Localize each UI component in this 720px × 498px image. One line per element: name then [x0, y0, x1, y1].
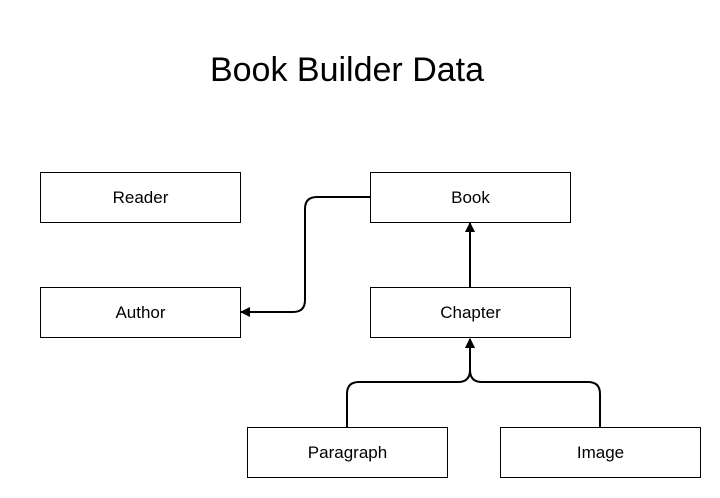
node-image-label: Image	[576, 442, 625, 462]
node-author-label: Author	[115, 302, 166, 322]
edge-book-to-author	[240, 196, 370, 317]
edge-paragraph-to-chapter	[346, 338, 475, 427]
node-paragraph: Paragraph	[247, 427, 448, 478]
node-chapter-label: Chapter	[440, 302, 501, 322]
node-author: Author	[40, 287, 241, 338]
node-image: Image	[500, 427, 701, 478]
node-paragraph-label: Paragraph	[307, 442, 388, 462]
node-reader-label: Reader	[112, 187, 169, 207]
edge-image-to-chapter	[465, 338, 601, 427]
node-chapter: Chapter	[370, 287, 571, 338]
node-book: Book	[370, 172, 571, 223]
node-reader: Reader	[40, 172, 241, 223]
node-book-label: Book	[451, 187, 490, 207]
diagram-title: Book Builder Data	[209, 51, 485, 89]
